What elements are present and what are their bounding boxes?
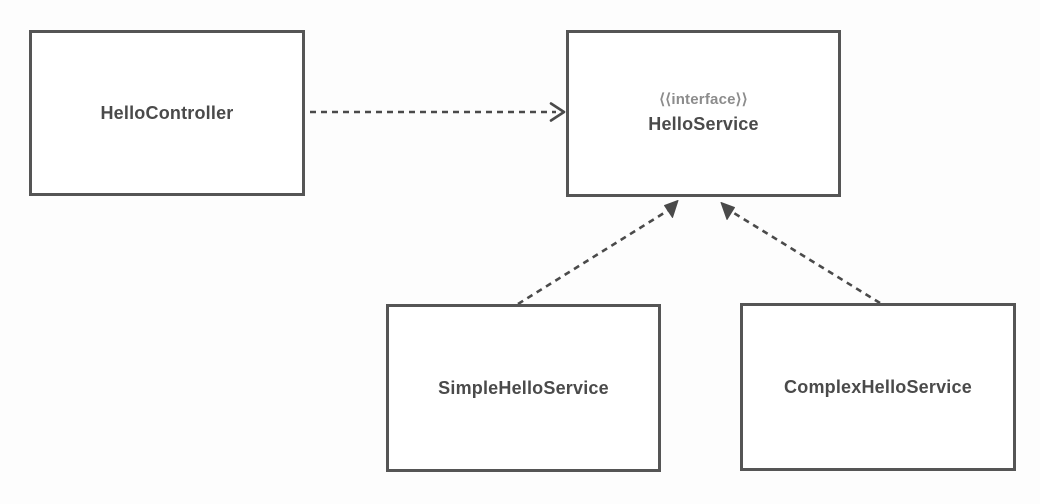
class-box-hellocontroller[interactable]: HelloController (29, 30, 305, 196)
realization-line (728, 208, 881, 305)
filled-triangle-arrowhead-icon (664, 200, 679, 218)
filled-triangle-arrowhead-icon (720, 202, 735, 220)
class-name-label: ComplexHelloService (784, 376, 972, 397)
realization-line (517, 206, 673, 306)
edge-realization-simple-service (517, 200, 679, 306)
edge-realization-complex-service (720, 202, 881, 305)
class-name-label: SimpleHelloService (438, 377, 609, 398)
class-box-simplehelloservice[interactable]: SimpleHelloService (386, 304, 661, 472)
class-box-complexhelloservice[interactable]: ComplexHelloService (740, 303, 1016, 471)
edge-dependency-controller-service (310, 102, 566, 122)
open-arrowhead-icon (549, 102, 566, 122)
class-box-helloservice[interactable]: ⟨⟨interface⟩⟩ HelloService (566, 30, 841, 197)
class-name-label: HelloService (648, 114, 759, 135)
class-stereotype-label: ⟨⟨interface⟩⟩ (659, 91, 748, 109)
class-name-label: HelloController (100, 102, 234, 123)
